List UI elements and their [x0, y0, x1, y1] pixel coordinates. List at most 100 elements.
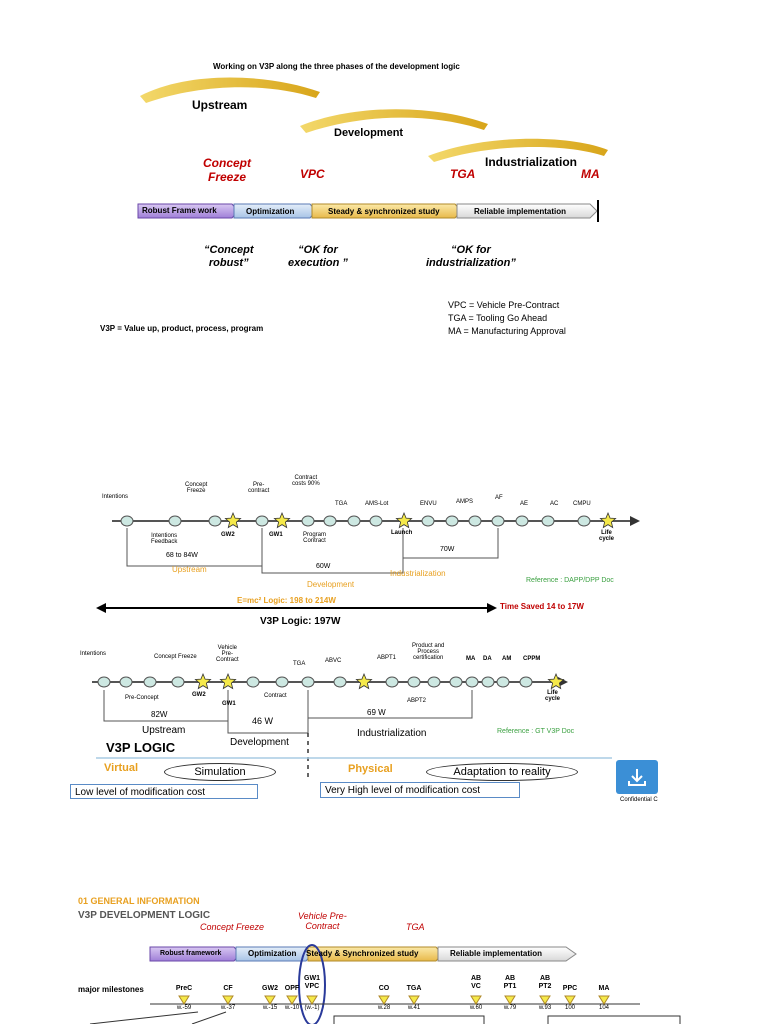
s3-bar-robust: Robust framework: [160, 950, 222, 957]
tl1-label-cmpu: CMPU: [573, 501, 591, 507]
v3p-definition: V3P = Value up, product, process, progra…: [100, 324, 264, 333]
s3-concept-freeze: Concept Freeze: [200, 922, 265, 932]
timeline-node: [496, 676, 510, 688]
download-button[interactable]: [616, 760, 658, 794]
milestone-vpc: VPC: [300, 167, 325, 181]
timeline-node: [577, 515, 591, 527]
milestone-week: (w.-1): [304, 1005, 320, 1011]
tl1-label-tga: TGA: [335, 501, 348, 507]
emc-logic: E=mc² Logic: 198 to 214W: [237, 596, 336, 605]
phase-upstream-label: Upstream: [192, 98, 248, 112]
tl2-label-da: DA: [483, 656, 492, 662]
milestone-triangle-icon: [222, 995, 234, 1005]
tl1-label-envu: ENVU: [420, 501, 437, 507]
milestone-label: CF: [223, 985, 233, 992]
download-icon: [628, 769, 646, 786]
adaptation-ellipse: Adaptation to reality: [426, 763, 578, 781]
tl1-phase-development: Development: [307, 580, 355, 589]
legend-ma: MA = Manufacturing Approval: [448, 326, 566, 336]
swoosh-industrialization: [428, 138, 608, 162]
quote-ok-industrialization: “OK for industrialization”: [426, 244, 516, 269]
tl1-label-intentions: Intentions: [102, 494, 129, 500]
tl1-label-program-contract: Program Contract: [303, 532, 327, 544]
confidential-label: Confidential C: [620, 797, 658, 803]
milestone-label: TGA: [406, 985, 422, 992]
milestone-triangle-icon: [470, 995, 482, 1005]
tl1-span-upstream: 68 to 84W: [166, 552, 198, 559]
tl2-label-cppm: CPPM: [523, 656, 541, 662]
tl1-label-gw2: GW2: [221, 532, 235, 538]
milestone-label: CO: [378, 985, 390, 992]
timeline-node: [323, 515, 337, 527]
bar-optimization: Optimization: [246, 207, 295, 216]
milestone-triangle-icon: [504, 995, 516, 1005]
milestone-week: w.-37: [220, 1005, 236, 1011]
tl2-label-contract: Contract: [264, 693, 287, 699]
timeline-node: [347, 515, 361, 527]
timeline-node: [143, 676, 157, 688]
physical-label: Physical: [348, 763, 393, 775]
milestone-star-icon: [599, 511, 617, 529]
tl1-label-concept-freeze: Concept Freeze: [185, 482, 208, 494]
s3-vehicle-pre-contract: Vehicle Pre- Contract: [298, 911, 347, 931]
tl1-label-pre-contract: Pre- contract: [248, 482, 270, 494]
milestone-triangle-icon: [178, 995, 190, 1005]
milestone-star-icon: [395, 511, 413, 529]
s3-tga: TGA: [406, 922, 425, 932]
tl2-label-gw1: GW1: [222, 701, 236, 707]
milestone-triangle-icon: [264, 995, 276, 1005]
timeline-node: [515, 515, 529, 527]
legend-vpc: VPC = Vehicle Pre-Contract: [448, 300, 560, 310]
tl2-label-am: AM: [502, 656, 512, 662]
s3-bar-optimization: Optimization: [248, 949, 297, 958]
tl2-label-pre-concept: Pre-Concept: [125, 695, 159, 701]
high-cost-box: Very High level of modification cost: [320, 782, 520, 798]
arrow-emc: [96, 603, 497, 613]
timeline-v3p-brackets: [103, 690, 473, 734]
timeline-node: [208, 515, 222, 527]
timeline-emc-brackets: [126, 528, 499, 574]
tl2-phase-development: Development: [230, 737, 289, 748]
milestone-label: GW1 VPC: [304, 975, 320, 990]
tl2-label-concept-freeze: Concept Freeze: [154, 654, 197, 660]
milestone-triangle-icon: [539, 995, 551, 1005]
milestone-week: w.60: [469, 1005, 483, 1011]
phase-bar-1: [137, 200, 599, 222]
milestone-star-icon: [355, 672, 373, 690]
timeline-node: [385, 676, 399, 688]
milestone-star-icon: [219, 672, 237, 690]
milestone-triangle-icon: [564, 995, 576, 1005]
milestone-label: AB VC: [470, 975, 482, 990]
timeline-node: [468, 515, 482, 527]
milestone-star-icon: [194, 672, 212, 690]
milestone-label: PreC: [175, 985, 193, 992]
swoosh-development: [300, 109, 488, 133]
phase-industrialization-label: Industrialization: [485, 155, 578, 169]
tl1-phase-industrialization: Industrialization: [390, 569, 446, 578]
tl2-label-abpt1: ABPT1: [377, 655, 397, 661]
phase-development-label: Development: [334, 127, 404, 139]
milestone-week: w.93: [538, 1005, 552, 1011]
tl1-span-development: 60W: [316, 563, 331, 570]
phase-bar-3: [149, 946, 577, 962]
timeline-node: [255, 515, 269, 527]
milestone-week: 104: [598, 1005, 609, 1011]
timeline-node: [97, 676, 111, 688]
major-milestones-label: major milestones: [78, 985, 144, 994]
timeline-node: [168, 515, 182, 527]
milestone-triangle-icon: [408, 995, 420, 1005]
tl1-label-ams-lot: AMS-Lot: [365, 501, 389, 507]
timeline-node: [445, 515, 459, 527]
timeline-node: [449, 676, 463, 688]
milestone-label: AB PT1: [503, 975, 517, 990]
v3p-logic-title: V3P LOGIC: [106, 740, 176, 755]
tl2-phase-industrialization: Industrialization: [357, 728, 427, 739]
timeline-node: [301, 676, 315, 688]
tl1-label-gw1: GW1: [269, 532, 283, 538]
tl1-label-intentions-feedback: Intentions Feedback: [151, 533, 178, 545]
timeline-node: [301, 515, 315, 527]
tl1-label-life-cycle: Life cycle: [599, 530, 615, 542]
